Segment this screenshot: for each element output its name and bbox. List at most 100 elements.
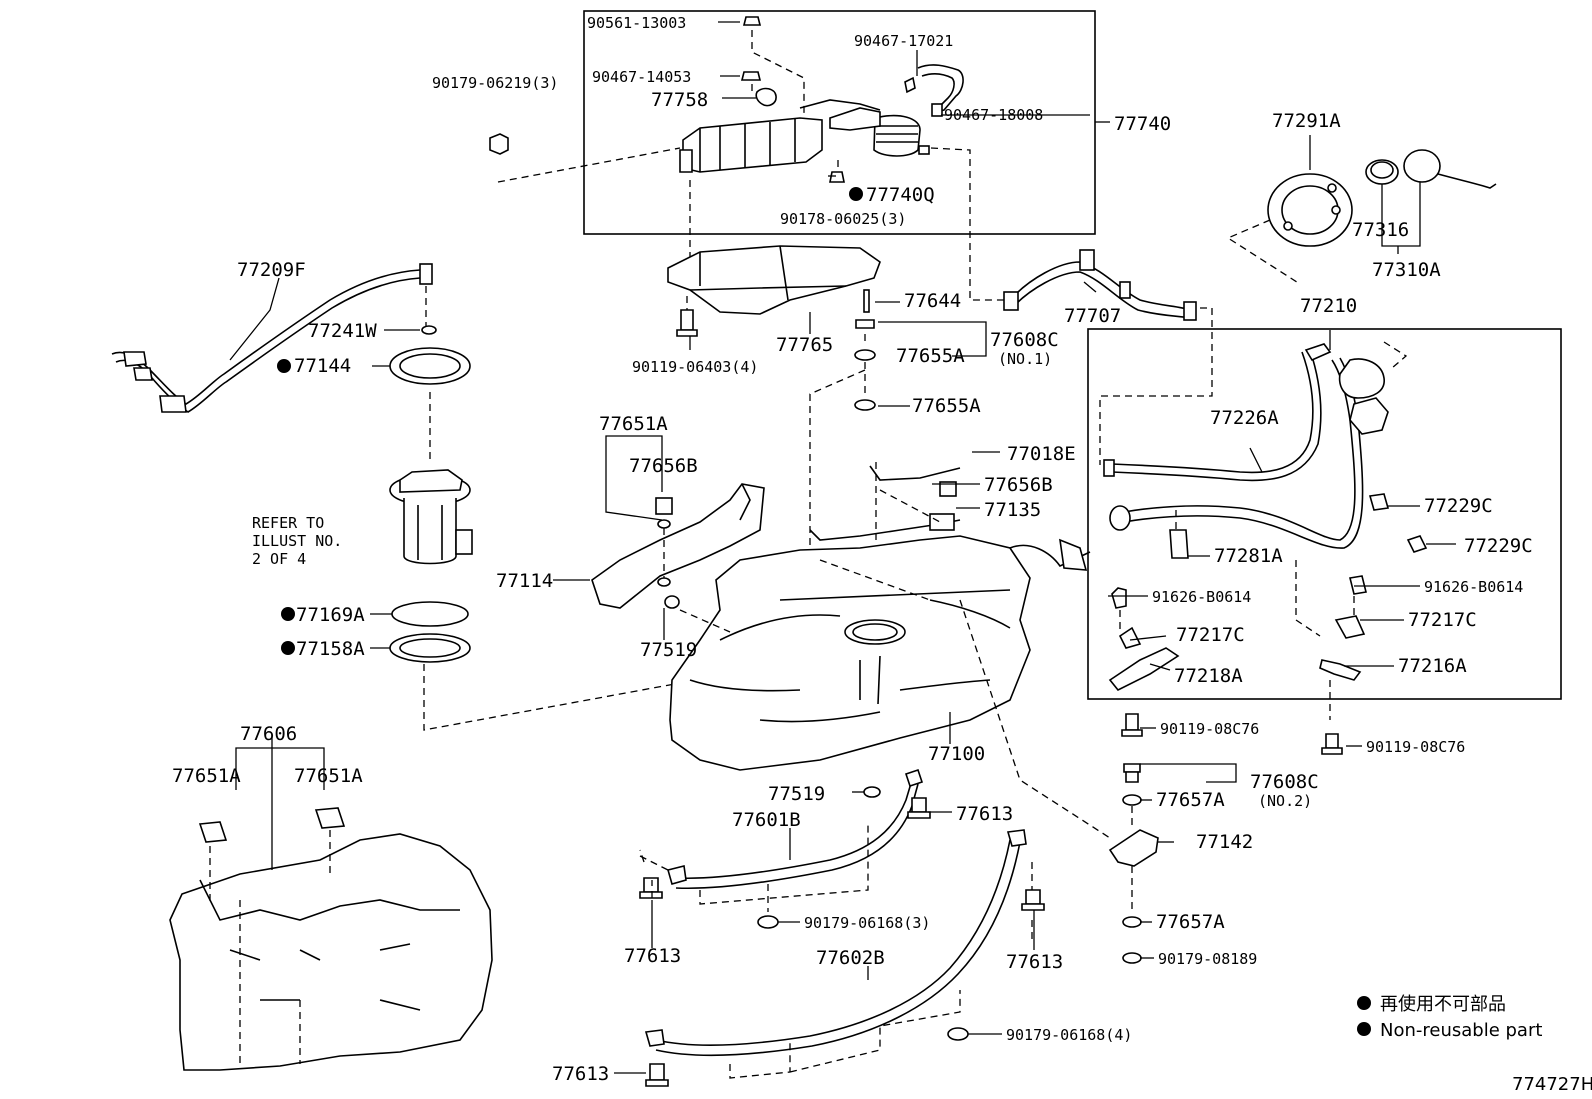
part-label: 90119-06403(4) — [632, 358, 758, 376]
fuel-sender-gauge — [111, 263, 433, 413]
fuel-tank-inlet-pipe — [1103, 343, 1389, 549]
part-label: 77651A — [172, 765, 241, 787]
fuel-pump-retainer-ring — [389, 347, 471, 385]
part-label: 77740 — [1114, 113, 1171, 135]
legend-jp: 再使用不可部品 — [1380, 994, 1506, 1015]
part-label: 77608C — [990, 329, 1059, 351]
part-label: 77601B — [732, 809, 801, 831]
part-label: 77281A — [1214, 545, 1283, 567]
legend-bullet — [1357, 1022, 1371, 1036]
illustration-number: 774727H — [1512, 1074, 1592, 1095]
fuel-tank-protector — [667, 245, 881, 337]
part-label: 77519 — [640, 639, 697, 661]
refer-note-line2: ILLUST NO. — [252, 532, 342, 550]
non-reusable-marker — [281, 641, 295, 655]
part-label: 77217C — [1176, 624, 1245, 646]
part-label: 77613 — [624, 945, 681, 967]
part-label: 77229C — [1424, 495, 1493, 517]
fuel-tank-band-no1 — [667, 768, 924, 890]
part-label: 77229C — [1464, 535, 1533, 557]
part-label: (NO.1) — [998, 350, 1052, 368]
fuel-pump-gasket — [391, 601, 469, 627]
part-label: 77657A — [1156, 789, 1225, 811]
part-label: 77144 — [294, 355, 351, 377]
filler-clamps — [1108, 493, 1428, 692]
part-label: 90178-06025(3) — [780, 210, 906, 228]
legend-en: Non-reusable part — [1380, 1020, 1542, 1041]
gasket-77241w — [421, 325, 437, 335]
part-label: 77241W — [308, 320, 377, 342]
legend: 再使用不可部品 Non-reusable part — [1357, 994, 1542, 1041]
part-label: 77316 — [1352, 219, 1409, 241]
part-label: 90467-14053 — [592, 68, 691, 86]
part-label: 77217C — [1408, 609, 1477, 631]
fuel-tank-band-no2 — [644, 829, 1027, 1057]
part-label: 77655A — [912, 395, 981, 417]
vent-hose — [1003, 249, 1197, 321]
part-label: 77655A — [896, 345, 965, 367]
charcoal-canister — [489, 16, 964, 183]
gasket-77316 — [1365, 159, 1399, 185]
refer-note-line1: REFER TO — [252, 514, 324, 532]
tank-protector-77114 — [591, 483, 765, 609]
non-reusable-marker — [281, 607, 295, 621]
part-label: 90467-17021 — [854, 32, 953, 50]
part-label: 77656B — [629, 455, 698, 477]
part-label: 90179-06168(3) — [804, 914, 930, 932]
part-label: 77158A — [296, 638, 365, 660]
part-label: 77613 — [1006, 951, 1063, 973]
part-label: 90561-13003 — [587, 14, 686, 32]
band-bolts — [639, 786, 1045, 1087]
part-label: 91626-B0614 — [1152, 588, 1251, 606]
part-label: 90179-06168(4) — [1006, 1026, 1132, 1044]
part-label: 77608C — [1250, 771, 1319, 793]
non-reusable-marker — [277, 359, 291, 373]
fuel-tank — [669, 465, 1091, 771]
part-label: 77114 — [496, 570, 553, 592]
part-label: 77765 — [776, 334, 833, 356]
part-label: 77707 — [1064, 305, 1121, 327]
part-label: 90467-18008 — [944, 106, 1043, 124]
part-label: 77210 — [1300, 295, 1357, 317]
legend-bullet — [1357, 996, 1371, 1010]
cushion-77519-a — [664, 595, 680, 609]
part-label: 90179-08189 — [1158, 950, 1257, 968]
part-label: (NO.2) — [1258, 792, 1312, 810]
part-label: 77657A — [1156, 911, 1225, 933]
part-label: 77291A — [1272, 110, 1341, 132]
part-label: 91626-B0614 — [1424, 578, 1523, 596]
part-label: 90119-08C76 — [1366, 738, 1465, 756]
part-label: 77651A — [294, 765, 363, 787]
part-label: 77226A — [1210, 407, 1279, 429]
part-label: 77758 — [651, 89, 708, 111]
part-label: 77216A — [1398, 655, 1467, 677]
part-label: 77606 — [240, 723, 297, 745]
part-label: 77613 — [956, 803, 1013, 825]
part-label: 90179-06219(3) — [432, 74, 558, 92]
part-label: 77740Q — [866, 184, 935, 206]
non-reusable-marker — [849, 187, 863, 201]
bolts-right — [1108, 713, 1343, 964]
part-label: 77519 — [768, 783, 825, 805]
part-label: 77135 — [984, 499, 1041, 521]
part-label: 77100 — [928, 743, 985, 765]
leader-lines — [229, 21, 1456, 1074]
part-label: 77651A — [599, 413, 668, 435]
part-label: 77018E — [1007, 443, 1076, 465]
fuel-filler-door-housing — [1267, 173, 1353, 247]
fuel-pump-seal-ring — [389, 633, 471, 663]
part-label: 77142 — [1196, 831, 1253, 853]
part-label: 77310A — [1372, 259, 1441, 281]
part-label: 77613 — [552, 1063, 609, 1085]
part-label: 77656B — [984, 474, 1053, 496]
part-label: 90119-08C76 — [1160, 720, 1259, 738]
part-label: 77602B — [816, 947, 885, 969]
part-label: 77169A — [296, 604, 365, 626]
lower-tank-protector — [169, 807, 493, 1071]
cushion-parts — [854, 289, 876, 411]
fuel-pump-module — [389, 469, 473, 565]
part-label: 77644 — [904, 290, 961, 312]
filler-pipe-assembly-box — [1087, 328, 1562, 700]
part-label: 77218A — [1174, 665, 1243, 687]
